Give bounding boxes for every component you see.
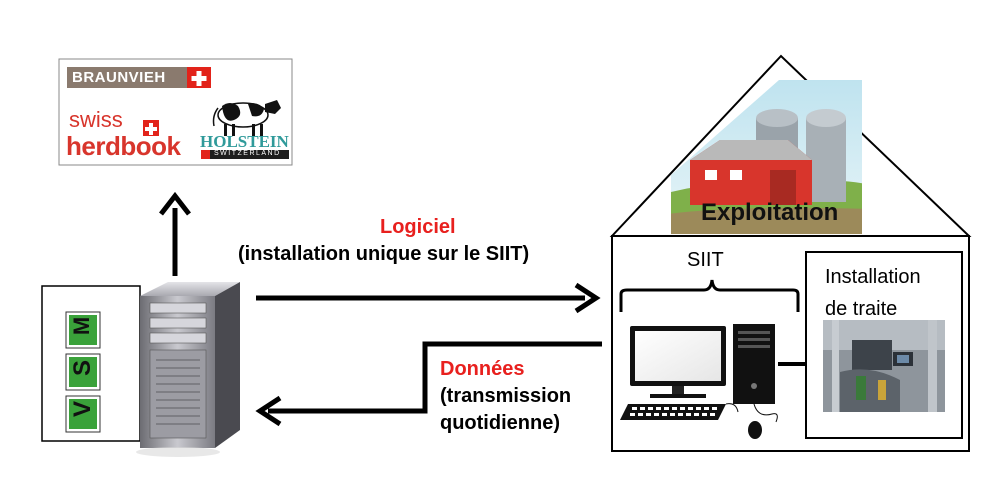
software-subtitle: (installation unique sur le SIIT): [238, 243, 530, 265]
software-arrow-head: [574, 282, 601, 314]
vsm-letter-v: V: [69, 400, 96, 417]
data-line2: quotidienne): [440, 412, 560, 434]
software-title: Logiciel: [380, 216, 456, 238]
siit-bracket: [619, 279, 800, 312]
braunvieh-logo: [67, 67, 187, 88]
farm-illustration: [671, 80, 862, 234]
vsm-letter-m: M: [69, 316, 94, 336]
holstein-bar: [201, 150, 289, 159]
holstein-subtext: SWITZERLAND: [214, 150, 281, 157]
holstein-flag: [201, 150, 210, 159]
vsm-logo: [65, 311, 101, 433]
data-arrow-head: [255, 395, 282, 427]
swiss-text: swiss: [69, 107, 123, 132]
milking-photo: [823, 320, 945, 412]
siit-label: SIIT: [687, 249, 724, 271]
farm-title: Exploitation: [701, 199, 839, 226]
holstein-text: HOLSTEIN: [200, 132, 289, 151]
data-arrow-shaft: [268, 341, 602, 414]
computer-icon: [620, 324, 778, 439]
cow-icon: [212, 100, 281, 136]
herdbook-text: herdbook: [66, 131, 181, 161]
milking-label-line2: de traite: [825, 298, 898, 320]
data-line1: (transmission: [440, 385, 572, 407]
upload-arrow-head: [159, 191, 191, 216]
data-title: Données: [440, 358, 525, 380]
braunvieh-text: BRAUNVIEH: [72, 69, 166, 86]
swiss-cross-icon-2: [145, 123, 157, 135]
vsm-letter-s: S: [69, 359, 96, 376]
milking-label-line1: Installation: [825, 266, 921, 288]
swiss-cross-icon: [191, 71, 207, 86]
server-icon: [136, 282, 240, 457]
